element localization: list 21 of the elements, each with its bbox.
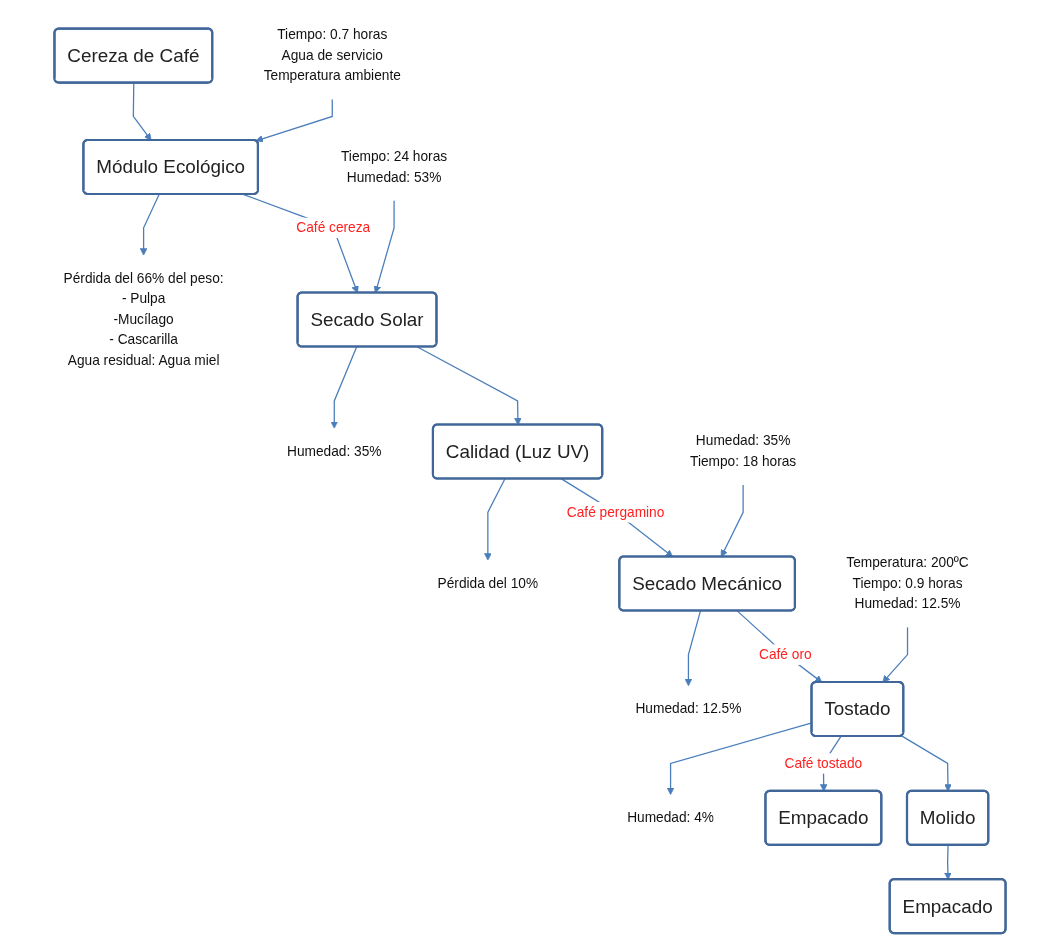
arrow [140, 193, 160, 256]
arrow [944, 844, 952, 880]
edge-label: Café cereza [296, 220, 371, 235]
arrow [736, 610, 823, 683]
edge-label: Café pergamino [567, 504, 665, 520]
edge-label: Café oro [759, 646, 812, 662]
arrow [330, 346, 358, 429]
node-text: Pérdida del 66% del peso: - Pulpa -Mucílago - Cascarilla Agua residual: Agua miel [63, 270, 224, 368]
node-text: Tiempo: 0.7 horas Agua de servicio Temperatura ambiente [263, 27, 402, 83]
node-text: Pérdida del 10% [437, 575, 539, 591]
node-text: Temperatura: 200ºC Tiempo: 0.9 horas Humedad: 12.5% [846, 555, 969, 611]
node-text: Humedad: 4% [627, 810, 715, 825]
arrow [255, 98, 334, 143]
node-text: Humedad: 35% Tiempo: 18 horas [690, 433, 797, 469]
node-text: Humedad: 35% [287, 443, 382, 459]
node-text: Tiempo: 24 horas Humedad: 53% [341, 148, 448, 185]
edge-label: Café tostado [784, 755, 863, 771]
arrow [882, 626, 909, 683]
node-text: Humedad: 12.5% [635, 701, 742, 716]
arrow [684, 610, 702, 687]
arrow [484, 478, 506, 561]
